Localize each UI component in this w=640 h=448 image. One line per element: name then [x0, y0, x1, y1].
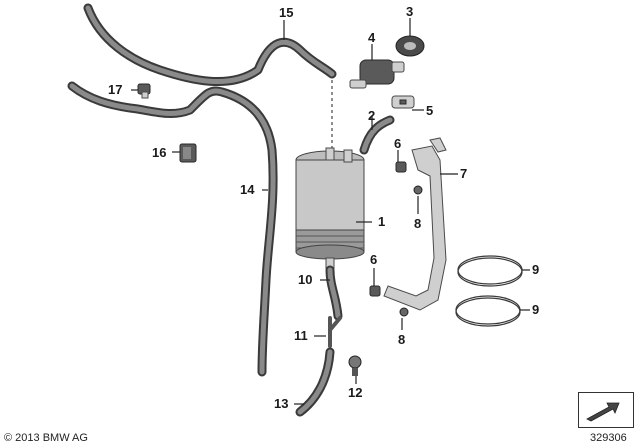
- copyright-text: © 2013 BMW AG: [4, 432, 88, 444]
- callout-8-upper: 8: [414, 216, 421, 231]
- callout-9-lower: 9: [532, 302, 539, 317]
- callout-16: 16: [152, 145, 166, 160]
- callout-3: 3: [406, 4, 413, 19]
- hose-15: [83, 3, 337, 86]
- orientation-arrow-box: [578, 392, 634, 428]
- callout-6-upper: 6: [394, 136, 401, 151]
- connector-5: [391, 95, 415, 109]
- nut-8-upper: [413, 185, 423, 195]
- screw-6-upper: [395, 161, 407, 173]
- callout-1: 1: [378, 214, 385, 229]
- hose-10: [325, 265, 343, 321]
- callout-6-lower: 6: [370, 252, 377, 267]
- clamp-9-upper: [457, 255, 523, 287]
- bracket-7: [383, 137, 447, 311]
- leader-lines: [131, 18, 530, 405]
- hose-13: [295, 347, 335, 417]
- clamp-9-lower: [455, 295, 521, 327]
- screw-6-lower: [369, 285, 381, 297]
- callout-17: 17: [108, 82, 122, 97]
- drawing-number: 329306: [590, 432, 627, 444]
- clip-12: [348, 355, 362, 376]
- callout-4: 4: [368, 30, 376, 45]
- valve-4: [349, 59, 405, 89]
- hose-2: [359, 115, 395, 155]
- carbon-canister-1: [295, 147, 365, 269]
- callout-5: 5: [426, 103, 433, 118]
- cap-3: [395, 35, 425, 57]
- callout-13: 13: [274, 396, 288, 411]
- callout-15: 15: [279, 5, 293, 20]
- bracket-16: [179, 143, 197, 163]
- callout-8-lower: 8: [398, 332, 405, 347]
- callout-10: 10: [298, 272, 312, 287]
- callout-2: 2: [368, 108, 375, 123]
- callout-12: 12: [348, 385, 362, 400]
- callout-9-upper: 9: [532, 262, 539, 277]
- callout-11: 11: [294, 328, 308, 343]
- callout-14: 14: [240, 182, 255, 197]
- callout-7: 7: [460, 166, 467, 181]
- hose-14: [67, 81, 278, 377]
- arrow-icon: [586, 402, 620, 422]
- connector-17: [137, 83, 151, 99]
- y-connector-11: [328, 316, 342, 348]
- nut-8-lower: [399, 307, 409, 317]
